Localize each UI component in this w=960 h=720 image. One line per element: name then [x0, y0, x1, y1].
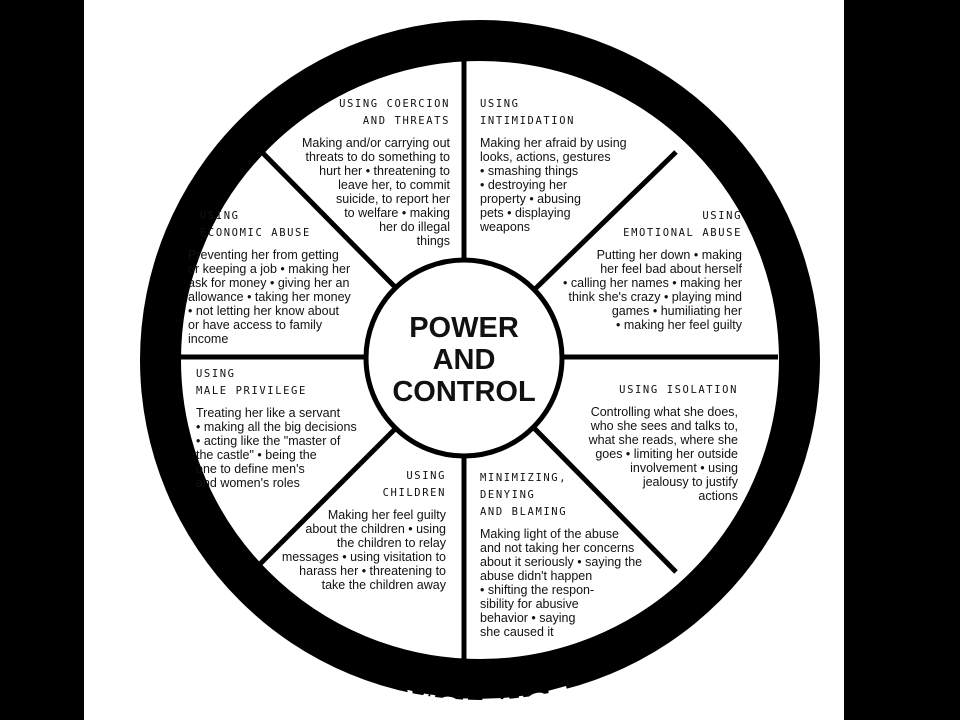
segment-isolation: USING ISOLATION Controlling what she doe…	[550, 382, 738, 503]
segment-title: MINIMIZING, DENYING AND BLAMING	[480, 472, 568, 518]
spoke-top-right	[532, 150, 678, 292]
segment-body: Making her feel guilty about the childre…	[281, 508, 446, 592]
segment-economic: USING ECONOMIC ABUSE Preventing her from…	[188, 208, 378, 346]
segment-body: Making and/or carrying out threats to do…	[302, 136, 450, 248]
segment-title: USING ECONOMIC ABUSE	[200, 210, 311, 239]
segment-coercion: USING COERCION AND THREATS Making and/or…	[270, 96, 450, 248]
segment-title: USING EMOTIONAL ABUSE	[623, 210, 742, 239]
spoke-bottom-left	[250, 426, 398, 574]
segment-body: Treating her like a servant • making all…	[196, 406, 357, 490]
center-hub	[363, 257, 565, 459]
segment-title: USING ISOLATION	[619, 384, 738, 396]
segment-children: USING CHILDREN Making her feel guilty ab…	[280, 468, 446, 592]
segment-body: Making her afraid by using looks, action…	[480, 136, 627, 234]
spoke-top-left	[250, 140, 398, 290]
segment-body: Controlling what she does, who she sees …	[588, 405, 738, 503]
segment-title: USING CHILDREN	[382, 470, 446, 499]
segment-title: USING INTIMIDATION	[480, 98, 576, 127]
segment-minimizing: MINIMIZING, DENYING AND BLAMING Making l…	[480, 470, 680, 639]
segment-body: Making light of the abuse and not taking…	[480, 527, 643, 639]
segment-body: Putting her down • making her feel bad a…	[563, 248, 742, 332]
spokes	[164, 60, 778, 660]
segment-emotional: USING EMOTIONAL ABUSE Putting her down •…	[540, 208, 742, 332]
segment-privilege: USING MALE PRIVILEGE Treating her like a…	[196, 366, 386, 490]
segment-body: Preventing her from getting or keeping a…	[188, 248, 351, 346]
center-label: POWER AND CONTROL	[392, 312, 536, 408]
segment-title: USING MALE PRIVILEGE	[196, 368, 307, 397]
spoke-bottom-right	[532, 426, 678, 574]
segment-title: USING COERCION AND THREATS	[339, 98, 450, 127]
segment-intimidation: USING INTIMIDATION Making her afraid by …	[480, 96, 660, 234]
